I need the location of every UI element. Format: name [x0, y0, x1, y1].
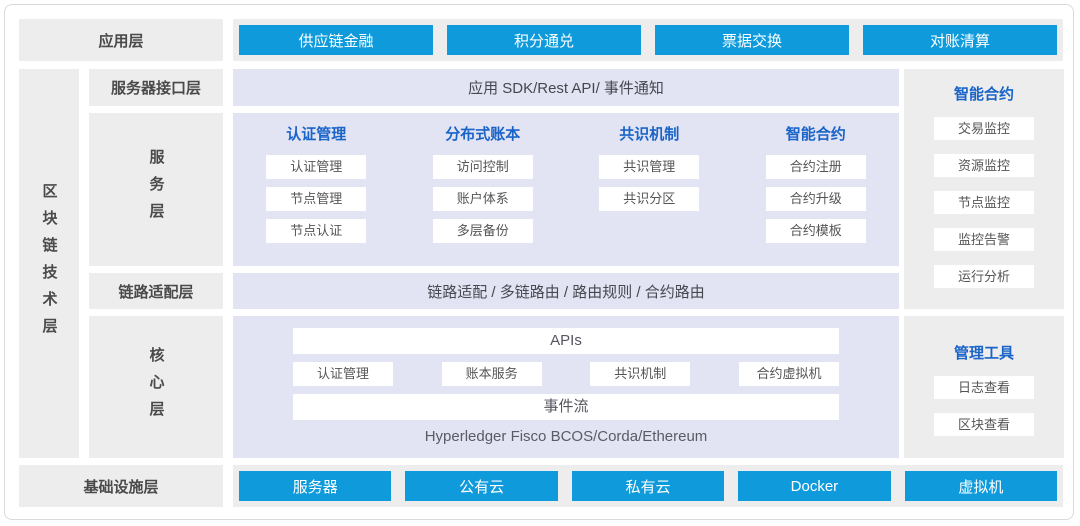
service-column-header: 共识机制 — [619, 126, 680, 143]
monitor-node: 资源监控 — [934, 154, 1034, 177]
tech-layer-content: 应用 SDK/Rest API/ 事件通知 认证管理 认证管理 节点管理 节点认… — [233, 69, 899, 458]
service-node: 节点认证 — [266, 219, 367, 243]
smart-contract-panel: 智能合约 交易监控 资源监控 节点监控 监控告警 运行分析 — [904, 69, 1064, 309]
service-column-header: 智能合约 — [785, 126, 846, 143]
infra-chip-docker: Docker — [738, 471, 891, 501]
core-module-node: 合约虚拟机 — [738, 362, 839, 386]
core-layer-label: 核心层 — [89, 316, 223, 458]
link-layer-label: 链路适配层 — [89, 273, 223, 309]
tool-node: 日志查看 — [934, 376, 1034, 399]
side-panels: 智能合约 交易监控 资源监控 节点监控 监控告警 运行分析 管理工具 日志查看 … — [904, 69, 1064, 458]
service-node: 合约注册 — [765, 155, 866, 179]
monitor-node: 运行分析 — [934, 265, 1034, 288]
infra-chip-server: 服务器 — [239, 471, 392, 501]
core-layer-box: APIs 认证管理 账本服务 共识机制 合约虚拟机 事件流 Hyperledge… — [233, 316, 899, 458]
app-chip-bill-exchange: 票据交换 — [655, 25, 849, 55]
monitor-node: 监控告警 — [934, 228, 1034, 251]
core-module-node: 认证管理 — [293, 362, 393, 386]
service-node: 认证管理 — [266, 155, 367, 179]
service-node: 合约模板 — [765, 219, 866, 243]
service-column-header: 认证管理 — [286, 126, 347, 143]
infra-chip-public-cloud: 公有云 — [405, 471, 558, 501]
service-node: 合约升级 — [765, 187, 866, 211]
service-layer-box: 认证管理 认证管理 节点管理 节点认证 分布式账本 访问控制 账户体系 多层备份… — [233, 113, 899, 266]
infra-chip-vm: 虚拟机 — [904, 471, 1058, 501]
tech-layer-label: 区块链技术层 — [19, 69, 79, 458]
platforms-text: Hyperledger Fisco BCOS/Corda/Ethereum — [424, 428, 708, 445]
management-panel-header: 管理工具 — [953, 345, 1014, 362]
core-module-node: 账本服务 — [441, 362, 542, 386]
service-node: 账户体系 — [432, 187, 533, 211]
service-column-auth: 认证管理 认证管理 节点管理 节点认证 — [233, 125, 400, 266]
core-modules-row: 认证管理 账本服务 共识机制 合约虚拟机 — [293, 362, 839, 386]
service-column-header: 分布式账本 — [445, 126, 521, 143]
management-tools-panel: 管理工具 日志查看 区块查看 — [904, 316, 1064, 458]
core-module-node: 共识机制 — [590, 362, 691, 386]
app-chip-reconciliation: 对账清算 — [863, 25, 1057, 55]
smart-contract-panel-header: 智能合约 — [953, 86, 1014, 103]
monitor-node: 节点监控 — [934, 191, 1034, 214]
interface-layer-content: 应用 SDK/Rest API/ 事件通知 — [233, 69, 899, 106]
interface-layer-label: 服务器接口层 — [89, 69, 223, 106]
service-column-contract: 智能合约 合约注册 合约升级 合约模板 — [733, 125, 900, 266]
service-node: 共识分区 — [599, 187, 700, 211]
service-node: 多层备份 — [432, 219, 533, 243]
service-layer-label: 服务层 — [89, 113, 223, 266]
service-column-consensus: 共识机制 共识管理 共识分区 — [566, 125, 733, 266]
service-node: 访问控制 — [432, 155, 533, 179]
event-stream-bar: 事件流 — [293, 394, 839, 420]
app-layer-label: 应用层 — [19, 19, 223, 61]
tool-node: 区块查看 — [934, 413, 1034, 436]
link-layer-content: 链路适配 / 多链路由 / 路由规则 / 合约路由 — [233, 273, 899, 309]
infra-layer-strip: 服务器 公有云 私有云 Docker 虚拟机 — [233, 465, 1063, 507]
app-chip-supply-chain-finance: 供应链金融 — [239, 25, 433, 55]
apis-bar: APIs — [293, 328, 839, 354]
service-column-ledger: 分布式账本 访问控制 账户体系 多层备份 — [400, 125, 567, 266]
diagram-card: 应用层 供应链金融 积分通兑 票据交换 对账清算 区块链技术层 服务器接口层 服… — [4, 4, 1074, 520]
infra-layer-label: 基础设施层 — [19, 465, 223, 507]
monitor-node: 交易监控 — [934, 117, 1034, 140]
app-chip-points-exchange: 积分通兑 — [447, 25, 641, 55]
tech-layer-sublabels: 服务器接口层 服务层 链路适配层 核心层 — [89, 69, 223, 458]
service-node: 共识管理 — [599, 155, 700, 179]
infra-chip-private-cloud: 私有云 — [571, 471, 725, 501]
service-node: 节点管理 — [266, 187, 367, 211]
app-layer-strip: 供应链金融 积分通兑 票据交换 对账清算 — [233, 19, 1063, 61]
